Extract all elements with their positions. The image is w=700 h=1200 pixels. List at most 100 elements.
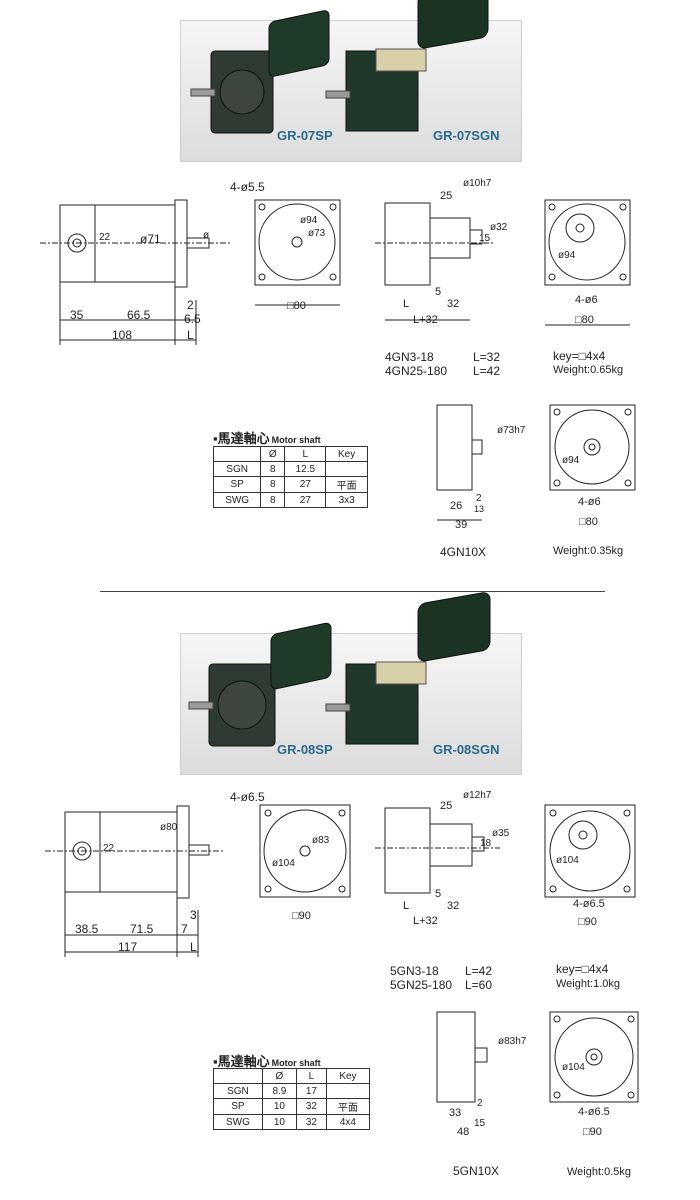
dec2-dim-15: 15 <box>474 1118 486 1129</box>
section-divider <box>100 591 605 592</box>
dec-dim-2: 2 <box>476 493 482 504</box>
product-photo-panel <box>180 0 522 162</box>
gear-dim-l32: L+32 <box>413 314 438 326</box>
gear2-dim-18: 18 <box>480 838 492 849</box>
gear2-dim-l: L <box>403 900 410 912</box>
dim-117: 117 <box>118 940 138 954</box>
dia-104: ø104 <box>272 858 295 869</box>
gear2-dim-25: 25 <box>440 800 453 812</box>
weight-2: Weight:1.0kg <box>556 978 621 990</box>
dim-71-5: 71.5 <box>130 922 154 936</box>
dim-38-5: 38.5 <box>75 922 99 936</box>
key-spec-2: key=□4x4 <box>556 962 609 976</box>
dia-73: ø73 <box>308 228 326 239</box>
dim-dia-80: ø80 <box>160 822 178 833</box>
model-l-2: L=42 <box>473 364 501 378</box>
gear2-dim-32: 32 <box>447 900 460 912</box>
dim-66-5: 66.5 <box>127 308 151 322</box>
gear-front-square: □80 <box>575 314 594 326</box>
dim-6-5: 6.5 <box>184 312 201 326</box>
dim-l: L <box>187 328 194 342</box>
square-80: □80 <box>287 300 306 312</box>
model2-name-1: 5GN3-18 <box>390 964 439 978</box>
gear2-dim-5: 5 <box>435 888 442 900</box>
dim-3: 3 <box>190 908 197 922</box>
weight: Weight:0.65kg <box>553 364 624 376</box>
dec-dim-26: 26 <box>450 500 463 512</box>
model2-name-2: 5GN25-180 <box>390 978 453 992</box>
model-name-2: 4GN25-180 <box>385 364 448 378</box>
model2-l-2: L=60 <box>465 978 493 992</box>
dec2-model: 5GN10X <box>453 1164 500 1178</box>
dec2-dim-2: 2 <box>477 1098 483 1109</box>
gear-dim-dia-32: ø32 <box>490 222 508 233</box>
gear2-dim-dia-35: ø35 <box>492 828 510 839</box>
photo-label-sgn: GR-07SGN <box>433 128 500 143</box>
photo-label-sgn-2: GR-08SGN <box>433 742 500 757</box>
dec2-dim-48: 48 <box>457 1126 470 1138</box>
dec2-front-square: □90 <box>583 1126 602 1138</box>
gear-dim-15: 15 <box>479 233 491 244</box>
dec-dim-13: 13 <box>474 504 485 514</box>
dec-dim-dia: ø73h7 <box>497 425 526 436</box>
gear-dim-25: 25 <box>440 190 453 202</box>
dec-model: 4GN10X <box>440 545 487 559</box>
dec2-front-holes: 4-ø6.5 <box>578 1106 610 1118</box>
gear-dim-shaft: ø10h7 <box>463 178 492 189</box>
gear-front-dia-94: ø94 <box>558 250 576 261</box>
dia-83: ø83 <box>312 835 330 846</box>
dec-front-dia: ø94 <box>562 455 580 466</box>
dim-35: 35 <box>70 308 84 322</box>
dec-front-holes: 4-ø6 <box>578 496 601 508</box>
gear2-dim-l32: L+32 <box>413 915 438 927</box>
motor-photo-illustration <box>190 0 489 134</box>
gear-dim-5: 5 <box>435 286 442 298</box>
dim-108: 108 <box>112 328 133 342</box>
gear-dim-32: 32 <box>447 298 460 310</box>
gear2-front-square: □90 <box>578 916 597 928</box>
dim-22: 22 <box>99 232 111 243</box>
dec2-dim-dia: ø83h7 <box>498 1036 527 1047</box>
gear-dim-l: L <box>403 298 410 310</box>
dec-dim-39: 39 <box>455 519 468 531</box>
square-90: □90 <box>292 910 311 922</box>
photo-label-sp-2: GR-08SP <box>277 742 333 757</box>
model-name-1: 4GN3-18 <box>385 350 434 364</box>
hole-label-2: 4-ø6.5 <box>230 790 265 804</box>
dim-2: 2 <box>187 298 194 312</box>
product-photo-panel-2 <box>180 592 522 775</box>
dia-94: ø94 <box>300 215 318 226</box>
dim-7: 7 <box>181 922 188 936</box>
gear2-dim-shaft: ø12h7 <box>463 790 492 801</box>
dim-dia-71: ø71 <box>140 232 161 246</box>
model2-l-1: L=42 <box>465 964 493 978</box>
dec2-front-dia: ø104 <box>562 1062 585 1073</box>
hole-label: 4-ø5.5 <box>230 180 265 194</box>
gear-front-holes: 4-ø6 <box>575 294 598 306</box>
photo-label-sp: GR-07SP <box>277 128 333 143</box>
dim-dia-shaft: ø <box>203 230 210 241</box>
dec-front-square: □80 <box>579 516 598 528</box>
gear2-front-dia: ø104 <box>556 855 579 866</box>
